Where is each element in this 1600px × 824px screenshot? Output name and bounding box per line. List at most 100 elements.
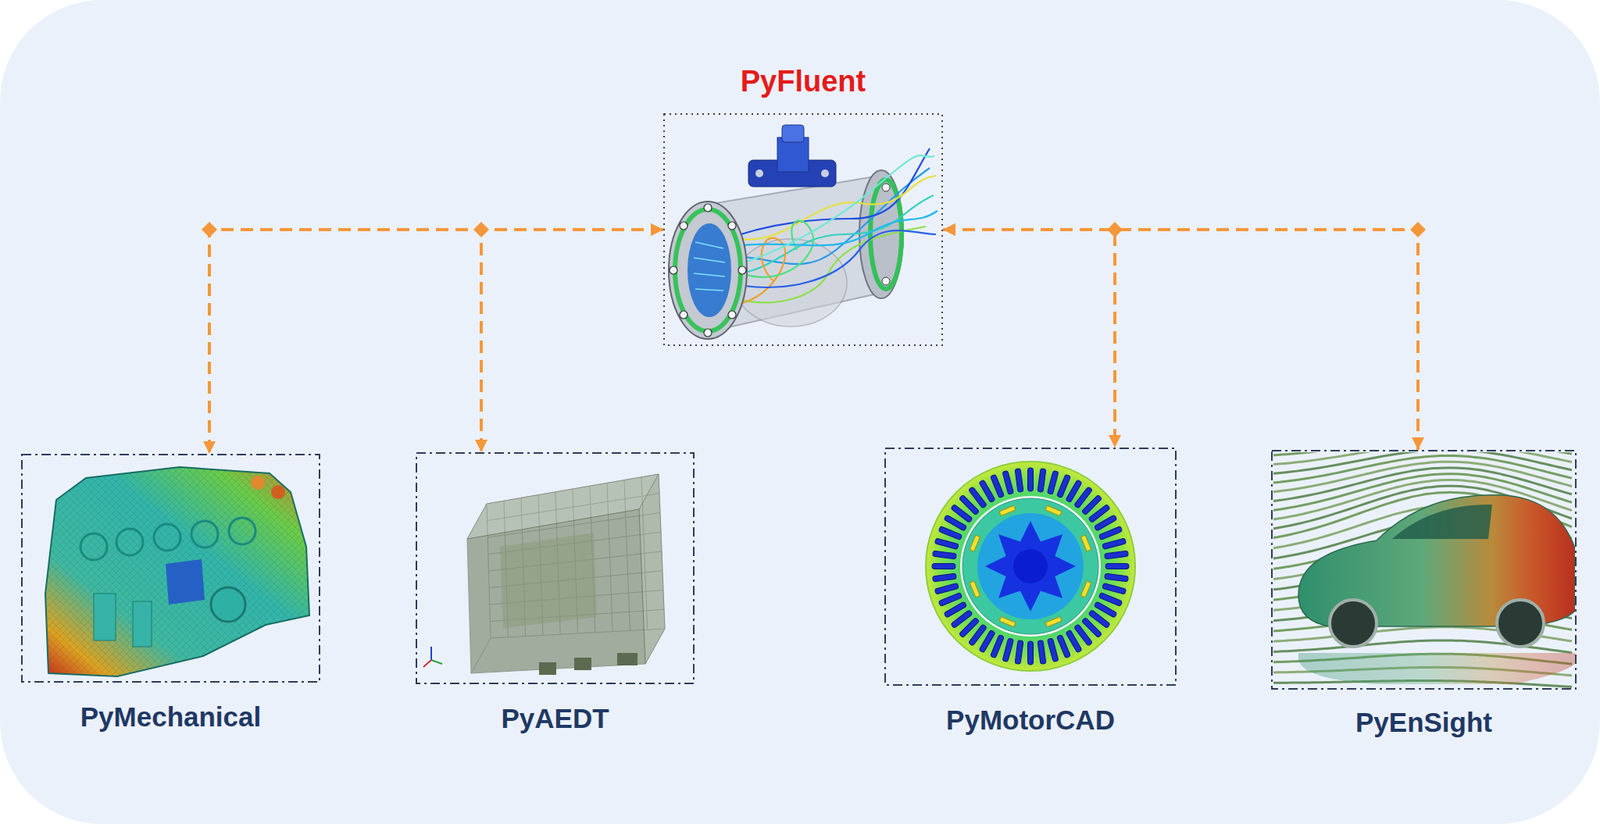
left-flange <box>668 201 747 340</box>
node-label-block: PyFluent <box>740 64 866 100</box>
box-foot <box>574 657 592 671</box>
engine-block-illustration <box>45 467 310 677</box>
frame-border <box>1271 450 1576 690</box>
axis-y <box>431 660 443 665</box>
image-frame-node: PyFluent <box>663 113 943 347</box>
engine-hotspot <box>250 475 265 490</box>
stator-slot <box>1057 634 1072 658</box>
boss <box>80 533 108 561</box>
node-label-block: PyEnSight <box>1355 707 1493 739</box>
enclosure-illustration <box>423 474 665 675</box>
rotor-magnet <box>999 505 1016 516</box>
valve-illustration <box>668 125 938 340</box>
pipe-opening <box>687 223 732 318</box>
car-wheel <box>1329 600 1377 647</box>
stator-slot <box>1102 538 1127 550</box>
rotor-magnet <box>1081 581 1092 598</box>
bolt-hole <box>738 266 747 275</box>
frame-outline <box>1271 450 1577 690</box>
stator-slot <box>932 564 956 570</box>
dashed-connector <box>942 229 1115 448</box>
axis-x <box>423 660 432 668</box>
rotor-magnet <box>969 581 980 598</box>
junction-diamond <box>201 221 218 238</box>
stator-slot <box>932 573 958 583</box>
stator-slot <box>932 550 958 560</box>
rotor-magnet <box>999 617 1016 628</box>
bolt-hole <box>882 183 890 192</box>
streamline <box>695 289 724 291</box>
stator-slot <box>1002 638 1015 663</box>
frame-outline <box>21 453 321 683</box>
bolt-hole <box>703 328 712 337</box>
streamline <box>693 257 725 263</box>
shaft <box>1013 549 1048 584</box>
rotor-magnets <box>969 505 1091 627</box>
frame-outline <box>415 452 695 685</box>
image-frame-node: PyMechanical <box>21 453 321 683</box>
rotor-magnet <box>969 535 980 552</box>
stator-slot <box>1098 526 1122 541</box>
stator-slot <box>1104 573 1129 583</box>
bolt-hole <box>728 221 736 230</box>
stator-slot <box>1002 470 1015 495</box>
dashed-connector <box>481 229 664 453</box>
motor-illustration <box>925 461 1136 672</box>
frame-border <box>21 454 320 683</box>
frame-border <box>885 448 1176 686</box>
boss <box>191 521 218 548</box>
engine-hotspot <box>271 485 286 500</box>
frame-outline <box>663 113 943 347</box>
node-title: PyFluent <box>740 64 866 100</box>
bolt-hole <box>669 266 678 275</box>
engine-bore <box>210 587 246 622</box>
node-caption: PyMotorCAD <box>946 704 1115 736</box>
node-label-block: PyMechanical <box>80 701 262 733</box>
rotor-magnet <box>1081 535 1092 552</box>
boss <box>116 528 143 556</box>
stator-slot <box>1014 468 1024 493</box>
rotor-magnet <box>1045 617 1062 628</box>
engine-rib <box>93 593 116 641</box>
streamline <box>714 167 930 265</box>
rotor-magnet <box>1045 505 1062 516</box>
boss <box>153 524 181 551</box>
image-frame-node: PyAEDT <box>415 452 695 685</box>
image-frame-node: PyMotorCAD <box>884 447 1177 686</box>
rotor-hub <box>985 521 1076 612</box>
car-window <box>1392 504 1493 540</box>
left-flange-face <box>675 209 741 332</box>
frame-border <box>416 453 694 684</box>
node-label-block: PyMotorCAD <box>946 704 1115 736</box>
stator-slot <box>1046 638 1059 663</box>
stator-slot <box>1028 641 1034 665</box>
car-illustration <box>1273 452 1575 687</box>
node-caption: PyMechanical <box>80 701 262 733</box>
stator-slot <box>990 474 1005 498</box>
stator-slot <box>1028 467 1034 492</box>
stator-slot <box>1037 640 1047 665</box>
stator-slot <box>1102 582 1127 595</box>
engine-block <box>45 467 310 677</box>
streamline <box>718 148 930 243</box>
node-caption: PyAEDT <box>500 703 609 735</box>
car-reflection <box>1298 653 1575 685</box>
streamline <box>693 273 725 277</box>
inlet-streamlines <box>693 242 725 291</box>
rotor-core <box>977 513 1084 620</box>
axis-z <box>430 646 433 661</box>
stator-slot <box>934 538 959 550</box>
wireframe-grid <box>467 474 665 674</box>
stator-slot <box>1105 564 1129 570</box>
flange-bolts <box>669 203 747 337</box>
rotor <box>962 498 1099 635</box>
valve-bulge <box>734 239 847 327</box>
streamline <box>717 155 935 270</box>
bolt-hole <box>679 221 688 230</box>
bolt-hole <box>882 277 890 286</box>
bolt-hole <box>728 310 736 319</box>
